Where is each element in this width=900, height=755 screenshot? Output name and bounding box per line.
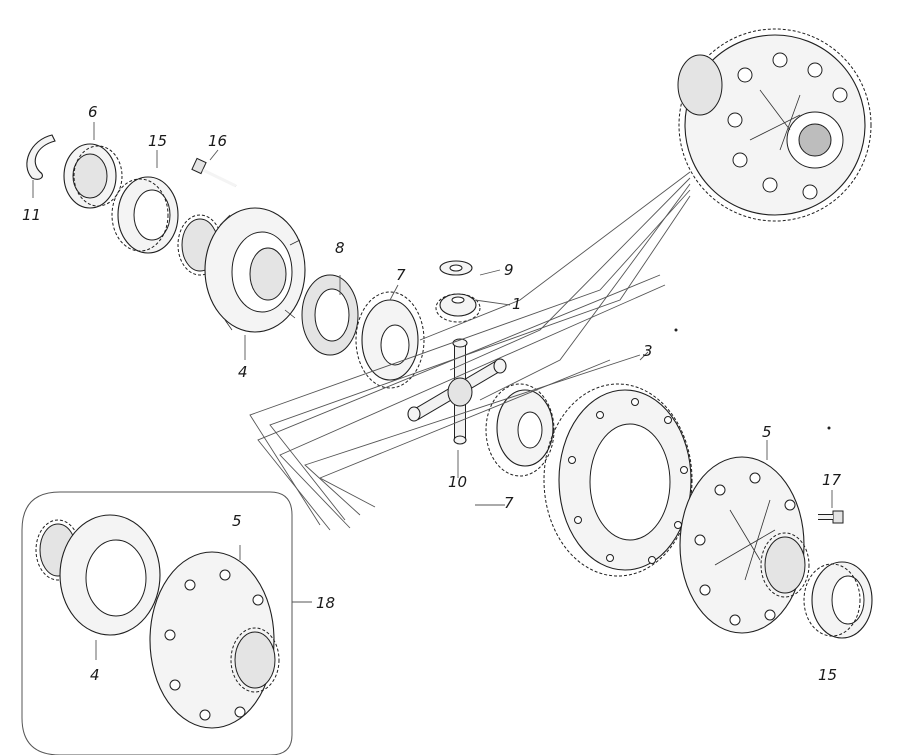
callout-15-right: 15 [818,666,837,684]
callout-4-inset: 4 [90,666,100,684]
callout-5-right: 5 [762,423,772,441]
callout-5-inset: 5 [232,512,242,530]
callout-18: 18 [316,594,335,612]
dot-mark [674,328,678,332]
bolt [191,157,237,188]
short-bolt [818,510,844,524]
callout-3: 3 [643,342,653,360]
tapered-roller-bearing-right [803,561,873,639]
side-gear-lower [485,383,555,477]
case-half-right [679,456,810,634]
callout-9: 9 [504,261,514,279]
callout-1: 1 [512,295,522,313]
callout-4-top: 4 [238,363,248,381]
callout-16: 16 [208,132,227,150]
case-half-top [177,207,306,333]
callout-7-upper: 7 [396,266,406,284]
callout-6: 6 [88,103,98,121]
dot-mark [827,426,831,430]
tapered-roller-bearing-left [111,176,179,254]
callout-labels: 6 15 16 11 8 7 9 1 3 4 10 7 5 17 15 5 18… [22,103,842,684]
callout-10: 10 [448,473,467,491]
bearing-cup [63,143,123,209]
callout-11: 11 [22,206,41,224]
callout-17: 17 [822,471,842,489]
thrust-washer [301,274,359,356]
inset-case-halves [21,491,293,755]
ring-gear [543,383,693,577]
retaining-ring [26,134,56,180]
pinion-washer [439,260,473,276]
callout-15-left: 15 [148,132,167,150]
pinion-gear [435,293,481,323]
assembled-differential [677,28,872,222]
callout-7-lower: 7 [504,494,514,512]
leader-lines [32,122,833,660]
callout-8: 8 [335,239,345,257]
spider-cross [407,338,507,445]
